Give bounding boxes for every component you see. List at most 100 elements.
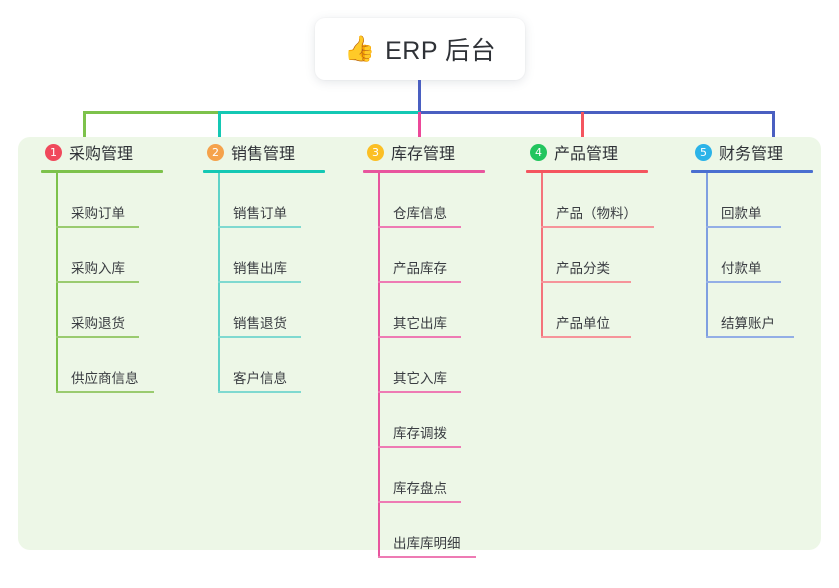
item-label: 采购退货: [71, 316, 125, 331]
item-underline: [541, 336, 631, 338]
list-item[interactable]: 产品（物料）: [526, 173, 691, 228]
branch-header-1[interactable]: 1 采购管理: [41, 137, 206, 167]
branch-badge-1: 1: [45, 143, 62, 161]
list-item[interactable]: 仓库信息: [363, 173, 528, 228]
item-label: 采购订单: [71, 206, 125, 221]
branch-items-4: 产品（物料） 产品分类 产品单位: [526, 173, 691, 338]
branch-underline-4: [526, 170, 648, 173]
branch-badge-2: 2: [207, 143, 224, 161]
list-item[interactable]: 其它入库: [363, 338, 528, 393]
list-item[interactable]: 产品库存: [363, 228, 528, 283]
connector-root-stem: [418, 80, 421, 113]
item-label: 产品（物料）: [556, 206, 637, 221]
connector-stub-col4: [581, 112, 584, 142]
list-item[interactable]: 结算账户: [691, 283, 821, 338]
item-underline: [218, 226, 301, 228]
list-item[interactable]: 出库库明细: [363, 503, 528, 558]
branch-badge-4: 4: [530, 143, 547, 161]
branch-title-5: 财务管理: [719, 146, 784, 163]
connector-bar-blue: [420, 111, 775, 114]
item-underline: [706, 336, 794, 338]
item-label: 产品分类: [556, 261, 610, 276]
item-label: 其它出库: [393, 316, 447, 331]
connector-stub-col1: [83, 111, 86, 141]
connector-stub-col5: [772, 111, 775, 141]
list-item[interactable]: 采购入库: [41, 228, 206, 283]
branch-title-1: 采购管理: [69, 146, 134, 163]
branch-spine-3: [378, 173, 380, 558]
item-label: 库存盘点: [393, 481, 447, 496]
list-item[interactable]: 采购订单: [41, 173, 206, 228]
root-node[interactable]: 👍 ERP 后台: [315, 18, 525, 80]
item-underline: [706, 226, 781, 228]
branch-title-2: 销售管理: [231, 146, 296, 163]
branch-items-1: 采购订单 采购入库 采购退货 供应商信息: [41, 173, 206, 393]
list-item[interactable]: 产品分类: [526, 228, 691, 283]
item-label: 产品库存: [393, 261, 447, 276]
item-label: 销售退货: [233, 316, 287, 331]
list-item[interactable]: 付款单: [691, 228, 821, 283]
list-item[interactable]: 供应商信息: [41, 338, 206, 393]
item-label: 销售出库: [233, 261, 287, 276]
branch-underline-2: [203, 170, 325, 173]
branch-underline-3: [363, 170, 485, 173]
connector-stub-col2: [218, 112, 221, 142]
list-item[interactable]: 客户信息: [203, 338, 363, 393]
list-item[interactable]: 其它出库: [363, 283, 528, 338]
item-label: 产品单位: [556, 316, 610, 331]
item-underline: [56, 226, 139, 228]
item-underline: [218, 391, 301, 393]
branch-column-4: 4 产品管理 产品（物料） 产品分类 产品单位: [526, 137, 691, 338]
branches-panel: 1 采购管理 采购订单 采购入库 采购退货 供应商信: [18, 137, 821, 558]
branch-column-1: 1 采购管理 采购订单 采购入库 采购退货 供应商信: [41, 137, 206, 393]
branch-column-2: 2 销售管理 销售订单 销售出库 销售退货 客户信息: [203, 137, 363, 393]
branch-header-5[interactable]: 5 财务管理: [691, 137, 821, 167]
item-label: 客户信息: [233, 371, 287, 386]
list-item[interactable]: 回款单: [691, 173, 821, 228]
branch-column-3: 3 库存管理 仓库信息 产品库存 其它出库 其它入库: [363, 137, 528, 558]
item-label: 库存调拨: [393, 426, 447, 441]
branch-badge-3: 3: [367, 143, 384, 161]
branch-spine-4: [541, 173, 543, 338]
branch-underline-1: [41, 170, 163, 173]
item-underline: [706, 281, 781, 283]
item-underline: [378, 391, 461, 393]
list-item[interactable]: 产品单位: [526, 283, 691, 338]
branch-header-2[interactable]: 2 销售管理: [203, 137, 363, 167]
branch-column-5: 5 财务管理 回款单 付款单 结算账户: [691, 137, 821, 338]
branch-spine-2: [218, 173, 220, 393]
item-underline: [56, 336, 139, 338]
root-title: ERP 后台: [385, 37, 497, 65]
item-label: 仓库信息: [393, 206, 447, 221]
item-label: 回款单: [721, 206, 762, 221]
branch-badge-5: 5: [695, 143, 712, 161]
item-underline: [378, 446, 461, 448]
thumbs-up-icon: 👍: [343, 34, 376, 63]
list-item[interactable]: 销售出库: [203, 228, 363, 283]
branch-underline-5: [691, 170, 813, 173]
item-label: 销售订单: [233, 206, 287, 221]
item-label: 供应商信息: [71, 371, 139, 386]
item-label: 结算账户: [721, 316, 775, 331]
item-underline: [378, 556, 476, 558]
list-item[interactable]: 采购退货: [41, 283, 206, 338]
branch-header-4[interactable]: 4 产品管理: [526, 137, 691, 167]
item-label: 采购入库: [71, 261, 125, 276]
list-item[interactable]: 销售退货: [203, 283, 363, 338]
item-underline: [378, 226, 461, 228]
item-underline: [541, 281, 631, 283]
item-underline: [378, 501, 461, 503]
item-label: 其它入库: [393, 371, 447, 386]
item-underline: [56, 281, 139, 283]
connector-stub-col3: [418, 112, 421, 142]
list-item[interactable]: 库存盘点: [363, 448, 528, 503]
list-item[interactable]: 库存调拨: [363, 393, 528, 448]
item-underline: [541, 226, 654, 228]
list-item[interactable]: 销售订单: [203, 173, 363, 228]
branch-title-3: 库存管理: [391, 146, 456, 163]
branch-header-3[interactable]: 3 库存管理: [363, 137, 528, 167]
branch-items-3: 仓库信息 产品库存 其它出库 其它入库 库存调拨: [363, 173, 528, 558]
branch-spine-1: [56, 173, 58, 393]
branch-items-2: 销售订单 销售出库 销售退货 客户信息: [203, 173, 363, 393]
